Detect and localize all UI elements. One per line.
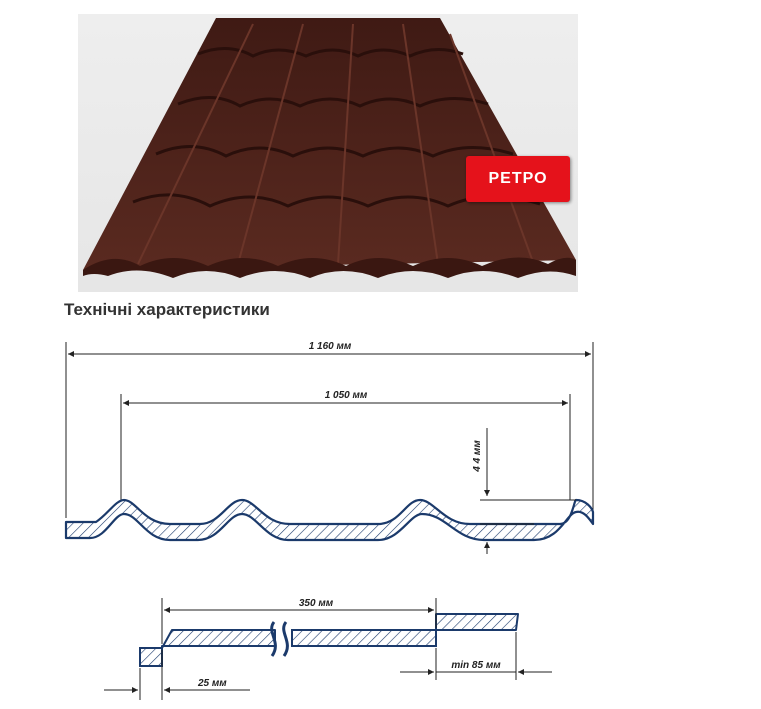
wave-height-dimension bbox=[480, 428, 576, 554]
product-photo: РЕТРО bbox=[78, 14, 578, 292]
step-offset-label: 25 мм bbox=[197, 678, 227, 689]
wave-height-label: 4 4 мм bbox=[472, 440, 483, 473]
step-length-dimension bbox=[161, 598, 437, 644]
profile-drawing: 1 160 мм 1 050 мм 4 4 мм 350 мм bbox=[64, 341, 595, 700]
effective-width-dimension bbox=[120, 394, 571, 500]
sheet-front-edge bbox=[83, 257, 576, 278]
min-overlap-dimension bbox=[400, 632, 552, 680]
break-mark bbox=[270, 621, 277, 657]
specs-heading: Технічні характеристики bbox=[64, 300, 270, 319]
step-length-label: 350 мм bbox=[299, 598, 334, 609]
wave-ridges bbox=[137, 23, 534, 265]
overall-width-label: 1 160 мм bbox=[309, 341, 352, 352]
step-profile-section bbox=[139, 613, 519, 667]
metal-tile-sheet-image bbox=[83, 18, 576, 278]
min-overlap-label: min 85 мм bbox=[451, 660, 501, 671]
effective-width-label: 1 050 мм bbox=[325, 390, 368, 401]
tile-steps bbox=[132, 47, 541, 208]
overall-width-dimension bbox=[65, 342, 594, 518]
sheet-surface bbox=[83, 18, 576, 270]
break-mark bbox=[282, 621, 289, 657]
product-badge: РЕТРО bbox=[466, 156, 570, 202]
badge-label: РЕТРО bbox=[488, 170, 548, 187]
step-offset-dimension bbox=[104, 650, 250, 700]
wave-profile-section bbox=[64, 498, 595, 542]
